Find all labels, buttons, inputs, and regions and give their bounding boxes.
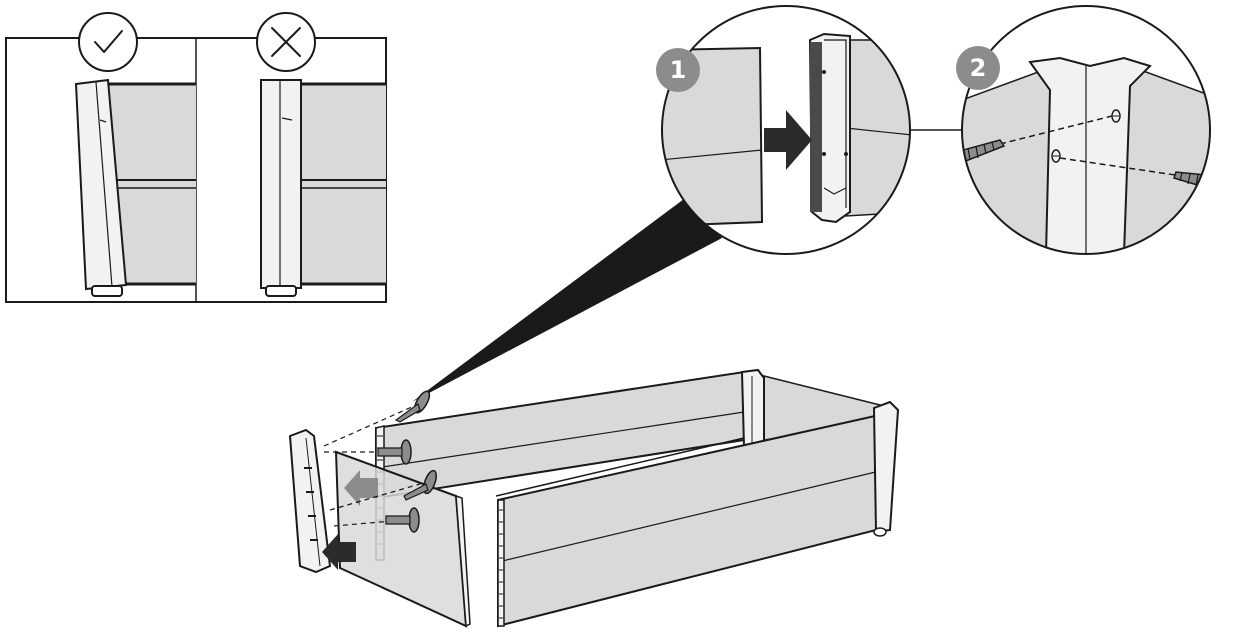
screw-icon [403,469,437,501]
step-1-badge [656,48,700,92]
detail-circle-2 [961,5,1211,255]
detail-step-1: 1 [656,5,911,255]
comparison-panel [5,12,387,303]
step-1-label: 1 [670,56,687,84]
correct-badge [78,12,138,72]
detail-step-2: 2 [956,5,1211,255]
step-2-badge [956,46,1000,90]
panel-incorrect [300,84,386,284]
front-corner-post [872,400,900,534]
loose-corner-post [288,428,332,574]
back-corner-post [740,368,765,447]
callout-pointer [412,196,722,402]
correct-example [74,12,196,297]
incorrect-example [256,12,386,297]
insert-arrow-dark [322,534,356,570]
step-2-label: 2 [970,54,987,82]
screw-icon [394,390,431,423]
screw-icon [377,439,412,465]
corner-post [1028,56,1152,254]
post-straight [260,79,302,289]
planter-assembly [288,368,900,628]
post-tilted [74,78,128,291]
detail-panel [662,46,764,228]
cross-icon [271,27,301,57]
screw-icon [385,507,420,533]
screw-icon [962,139,1006,166]
slide-arrow [764,110,812,170]
check-icon [94,30,123,53]
insert-arrow [344,470,378,506]
